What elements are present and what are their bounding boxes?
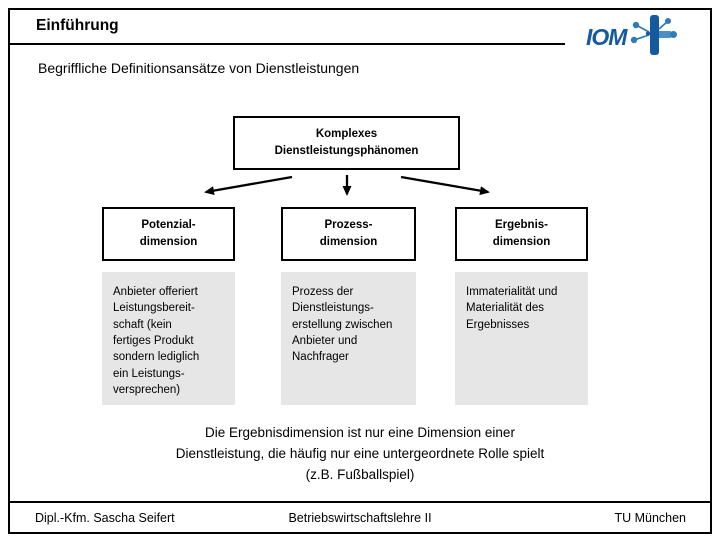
header-divider (8, 43, 565, 45)
footer-course: Betriebswirtschaftslehre II (288, 511, 432, 525)
slide-border-frame (8, 8, 712, 534)
potenzial-dimension-box: Potenzial- dimension (102, 207, 235, 261)
plus-network-icon (628, 13, 680, 62)
potenzial-description-box: Anbieter offeriert Leistungsbereit- scha… (102, 272, 235, 405)
ergebnis-description-box: Immaterialität und Materialität des Erge… (455, 272, 588, 405)
summary-statement: Die Ergebnisdimension ist nur eine Dimen… (175, 425, 545, 482)
prozess-dimension-box: Prozess- dimension (281, 207, 416, 261)
ergebnis-dimension-box: Ergebnis- dimension (455, 207, 588, 261)
diagram-root-box: Komplexes Dienstleistungsphänomen (233, 116, 460, 170)
iom-logo: IOM (586, 13, 680, 62)
page-title: Einführung (36, 17, 119, 34)
footer-author: Dipl.-Kfm. Sascha Seifert (35, 511, 175, 525)
iom-logo-text: IOM (586, 24, 627, 50)
prozess-description-box: Prozess der Dienstleistungs- erstellung … (281, 272, 416, 405)
footer-university: TU München (614, 511, 686, 525)
slide-subtitle: Begriffliche Definitionsansätze von Dien… (38, 60, 360, 76)
footer-divider (8, 501, 712, 503)
